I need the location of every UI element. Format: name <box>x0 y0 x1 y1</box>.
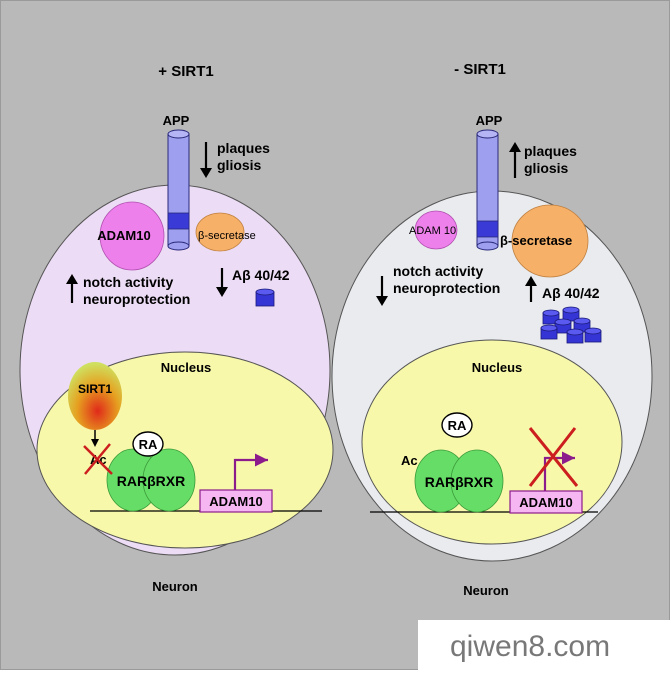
left-title: + SIRT1 <box>158 63 213 80</box>
left-plaques: plaques <box>217 140 270 156</box>
right-ac-label: Ac <box>401 453 418 468</box>
left-rxr-blob <box>142 448 196 512</box>
left-abeta-cylinder-icon <box>255 288 275 307</box>
right-secretase-label: β-secretase <box>500 233 572 248</box>
left-sirt1-arrow-icon <box>91 430 99 447</box>
left-adam10-label: ADAM10 <box>97 228 150 243</box>
left-rar-rxr-label: RARβRXR <box>117 473 185 489</box>
right-ra-blob <box>441 412 473 438</box>
right-neuron-label: Neuron <box>463 583 509 598</box>
left-adam10-gene-label: ADAM10 <box>209 494 262 509</box>
left-gliosis: gliosis <box>217 157 262 173</box>
right-gliosis: gliosis <box>524 160 569 176</box>
abeta-cylinder-icon <box>542 309 560 325</box>
left-notch: notch activity <box>83 274 173 290</box>
left-ra-label: RA <box>139 437 158 452</box>
right-neuro: neuroprotection <box>393 280 500 296</box>
watermark-strip <box>418 620 670 670</box>
abeta-cylinder-icon <box>540 324 558 340</box>
right-promoter-arrow-icon <box>543 451 575 492</box>
right-adam10-blob <box>414 210 458 250</box>
right-plaques: plaques <box>524 143 577 159</box>
left-app-cylinder <box>167 129 190 251</box>
left-adam10-gene-box <box>199 489 273 513</box>
abeta-cylinder-icon <box>584 327 602 343</box>
right-abeta-cluster-icon <box>540 306 602 344</box>
right-adam10-gene-box <box>509 490 583 514</box>
right-rxr-blob <box>450 449 504 513</box>
right-nucleus-label: Nucleus <box>472 360 523 375</box>
left-ra-blob <box>132 431 164 457</box>
left-secretase-blob <box>195 212 245 252</box>
left-down-arrow-icon <box>200 142 212 178</box>
right-promoter-cross-icon <box>528 427 579 487</box>
left-abeta-label: Aβ 40/42 <box>232 267 290 283</box>
abeta-cylinder-icon <box>554 318 572 334</box>
right-adam10-label: ADAM 10 <box>409 225 456 237</box>
left-promoter-arrow-icon <box>233 453 268 490</box>
right-notch: notch activity <box>393 263 483 279</box>
right-secretase-blob <box>511 204 589 278</box>
right-app-label: APP <box>476 113 503 128</box>
abeta-cylinder-icon <box>566 328 584 344</box>
right-up-arrow-icon <box>509 142 521 178</box>
right-ra-label: RA <box>448 418 467 433</box>
left-abeta-down-arrow-icon <box>216 268 228 297</box>
left-secretase-label: β-secretase <box>198 230 256 242</box>
right-panel: - SIRT1 APP plaques gliosis ADAM 10 β-se… <box>331 61 653 598</box>
right-down-arrow-icon <box>376 276 388 306</box>
watermark-text: qiwen8.com <box>450 630 610 663</box>
left-neuron-label: Neuron <box>152 579 198 594</box>
left-neuro: neuroprotection <box>83 291 190 307</box>
left-sirt1-blob <box>68 362 122 430</box>
left-sirt1-label: SIRT1 <box>78 382 112 396</box>
left-adam10-blob <box>99 201 165 271</box>
right-rar-rxr-label: RARβRXR <box>425 474 493 490</box>
left-nucleus-label: Nucleus <box>161 360 212 375</box>
left-panel: + SIRT1 APP plaques gliosis ADAM10 β-sec… <box>19 63 334 594</box>
left-app-label: APP <box>163 113 190 128</box>
right-title: - SIRT1 <box>454 61 506 78</box>
right-app-cylinder <box>476 129 499 251</box>
right-adam10-gene-label: ADAM10 <box>519 495 572 510</box>
right-abeta-up-arrow-icon <box>525 276 537 302</box>
right-abeta-label: Aβ 40/42 <box>542 285 600 301</box>
left-up-arrow-icon <box>66 274 78 303</box>
left-ac-cross-icon <box>83 443 113 475</box>
